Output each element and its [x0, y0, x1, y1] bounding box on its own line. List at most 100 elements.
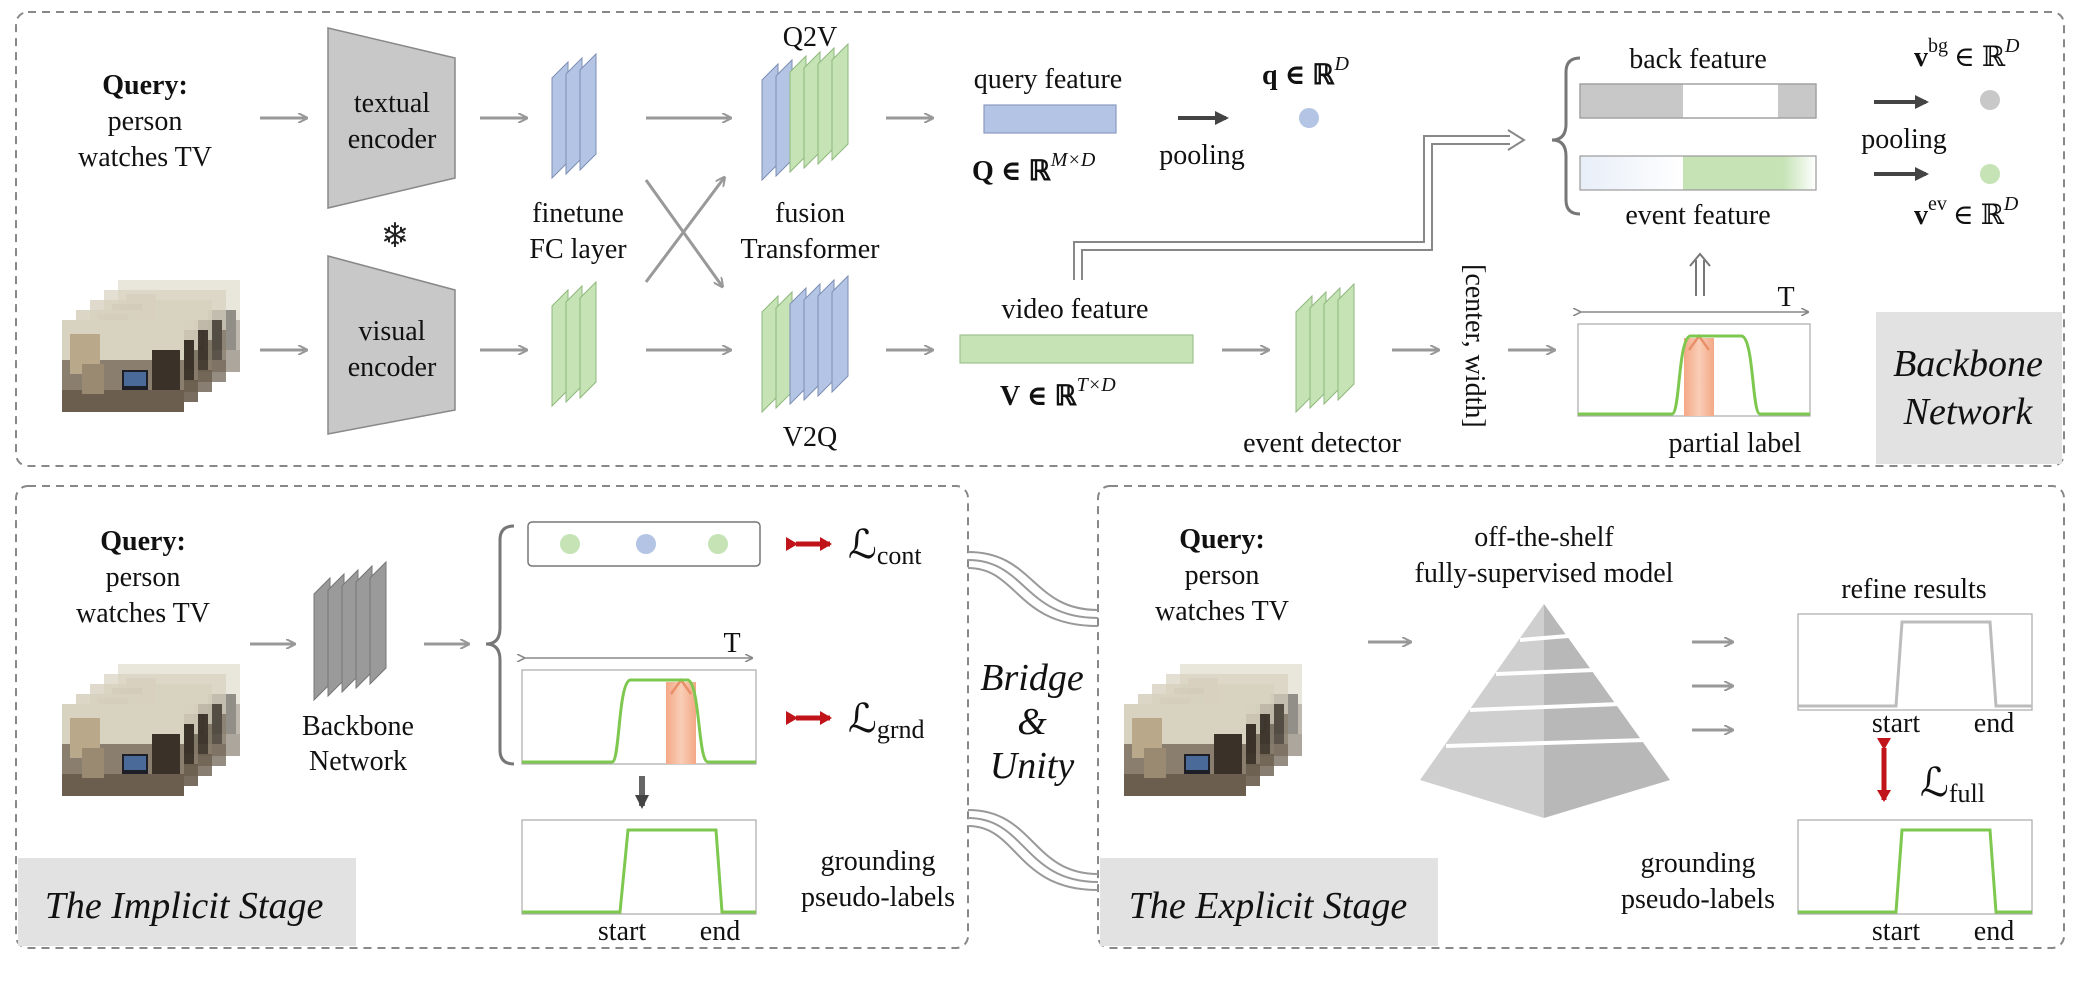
v2q-label: V2Q — [783, 422, 837, 453]
finetune-label-line1: finetune — [532, 198, 624, 229]
v-ev-dot — [1980, 164, 2000, 184]
t-label: T — [1777, 282, 1794, 313]
implicit-query-line1: person — [106, 562, 181, 593]
implicit-title-badge — [18, 858, 356, 946]
visual-encoder-shape — [327, 255, 456, 435]
event-detector-stack — [1295, 282, 1355, 414]
pooling-label-2: pooling — [1861, 124, 1947, 155]
refine-start-label: start — [1872, 708, 1920, 739]
implicit-backbone-line1: Backbone — [302, 711, 414, 742]
implicit-video-frames — [62, 664, 240, 796]
implicit-pseudo-curve — [522, 828, 756, 914]
implicit-grnd-plot — [521, 669, 757, 765]
event-feature-label: event feature — [1625, 200, 1770, 231]
refine-results-label: refine results — [1841, 574, 1986, 605]
snowflake-icon: ❄ — [381, 218, 410, 255]
implicit-backbone-line2: Network — [309, 746, 407, 777]
finetune-label-line2: FC layer — [529, 234, 627, 265]
explicit-title-badge — [1100, 858, 1438, 946]
dot-event-2 — [708, 534, 728, 554]
arrow-cross-up — [644, 178, 724, 283]
bridge-connector-bottom — [967, 809, 1099, 891]
explicit-query-label: Query: — [1179, 524, 1265, 555]
bridge-line2: & — [1017, 701, 1047, 743]
partial-label-curve — [1578, 334, 1810, 416]
dot-query — [636, 534, 656, 554]
model-label-line2: fully-supervised model — [1415, 558, 1674, 589]
explicit-grounding-line1: grounding — [1640, 848, 1755, 879]
partial-label-text: partial label — [1669, 428, 1802, 459]
visual-encoder-line2: encoder — [348, 352, 437, 383]
partial-label-highlight — [1684, 338, 1714, 416]
video-feature-bar — [959, 334, 1194, 364]
fc-layer-visual — [551, 280, 597, 408]
implicit-grnd-highlight — [666, 682, 696, 764]
textual-encoder-line1: textual — [354, 88, 430, 119]
explicit-start-label: start — [1872, 916, 1920, 947]
query-feature-math: Q ∈ ℝM×D — [972, 149, 1096, 187]
backbone-title-line1: Backbone — [1893, 343, 2043, 385]
query-feature-bar — [983, 104, 1117, 134]
bridge-line1: Bridge — [980, 657, 1084, 699]
implicit-t-label: T — [723, 628, 740, 659]
explicit-title: The Explicit Stage — [1129, 885, 1408, 927]
partial-to-event-arrow — [1689, 252, 1711, 296]
textual-encoder-shape — [327, 27, 456, 209]
video-feature-math: V ∈ ℝT×D — [1000, 374, 1116, 412]
back-feature-bar — [1579, 83, 1817, 119]
implicit-end-label: end — [700, 916, 740, 947]
v-bg-math: vbg∈ ℝD — [1914, 35, 2020, 73]
implicit-query-label: Query: — [100, 526, 186, 557]
backbone-panel — [15, 11, 2065, 467]
refine-end-label: end — [1974, 708, 2014, 739]
explicit-query-line2: watches TV — [1155, 596, 1289, 627]
v-ev-math: vev∈ ℝD — [1914, 193, 2019, 231]
loss-full: ℒfull — [1920, 760, 1985, 808]
loss-grnd: ℒgrnd — [848, 696, 924, 744]
explicit-panel — [1097, 485, 2065, 949]
feature-brace — [1551, 56, 1581, 216]
implicit-query-line2: watches TV — [76, 598, 210, 629]
refine-curve — [1798, 620, 2032, 708]
explicit-video-frames — [1124, 664, 1302, 796]
q2v-label: Q2V — [783, 22, 837, 53]
explicit-query-line1: person — [1185, 560, 1260, 591]
implicit-panel — [15, 485, 969, 949]
query-label: Query: — [102, 70, 188, 101]
v-bg-dot — [1980, 90, 2000, 110]
model-label-line1: off-the-shelf — [1474, 522, 1614, 553]
q2v-transformer — [761, 42, 849, 182]
pyramid-model — [1420, 604, 1670, 818]
bridge-line3: Unity — [990, 745, 1075, 787]
back-feature-label: back feature — [1629, 44, 1767, 75]
v2q-transformer — [761, 274, 849, 414]
explicit-pseudo-plot — [1797, 819, 2033, 915]
fusion-label-line2: Transformer — [741, 234, 881, 265]
refine-plot — [1797, 613, 2033, 711]
implicit-grounding-line1: grounding — [820, 846, 935, 877]
backbone-title-badge — [1876, 312, 2062, 464]
implicit-title: The Implicit Stage — [45, 885, 324, 927]
connector-arrowhead — [1507, 129, 1526, 151]
arrow-cross-down — [644, 179, 722, 286]
pooling-label: pooling — [1159, 140, 1245, 171]
implicit-brace — [485, 524, 515, 766]
implicit-grnd-curve — [522, 678, 756, 764]
visual-encoder-line1: visual — [359, 316, 426, 347]
explicit-grounding-line2: pseudo-labels — [1621, 884, 1775, 915]
video-frames-stack — [62, 280, 240, 412]
q-vector-math: q ∈ ℝD — [1262, 53, 1349, 91]
event-feature-bar — [1579, 155, 1817, 191]
explicit-end-label: end — [1974, 916, 2014, 947]
center-width-label: [center, width] — [1459, 264, 1490, 428]
implicit-backbone-stack — [313, 560, 387, 702]
fusion-label-line1: fusion — [775, 198, 845, 229]
bridge-connector-top — [967, 551, 1099, 627]
explicit-pseudo-curve — [1798, 828, 2032, 914]
video-to-features-connector — [1073, 135, 1510, 280]
loss-cont: ℒcont — [848, 522, 922, 570]
query-text-line1: person — [108, 106, 183, 137]
textual-encoder-line2: encoder — [348, 124, 437, 155]
fc-layer-text — [551, 52, 597, 180]
